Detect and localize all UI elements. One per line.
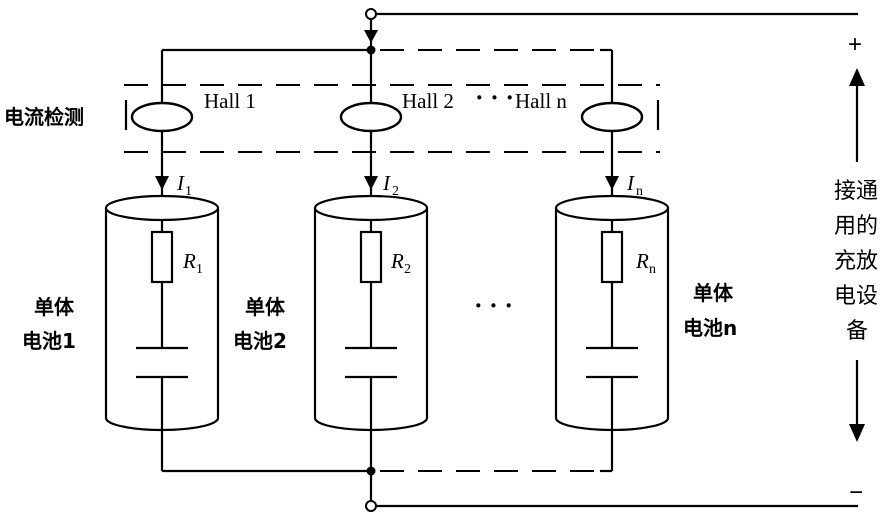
resistor-sub-1: 1: [196, 262, 203, 277]
current-arrow-n: [605, 176, 619, 190]
hall-ellipsis: · · ·: [475, 83, 514, 112]
resistor-sub-2: 2: [404, 262, 411, 277]
resistor-symbol-1: R: [182, 249, 196, 273]
hall-label-n: Hall n: [515, 89, 567, 113]
feed-arrow: [364, 30, 378, 43]
cell-top-1: [106, 196, 218, 220]
cell-name-2-line1: 单体: [245, 295, 286, 319]
cell-name-n-line2: 电池n: [683, 316, 737, 340]
equipment-label-line4: 电设: [834, 284, 878, 309]
bottom-bus: [162, 467, 612, 502]
current-arrow-1: [155, 176, 169, 190]
cell-name-n-line1: 单体: [693, 281, 734, 305]
current-arrow-2: [364, 176, 378, 190]
down-arrow-head: [849, 424, 865, 442]
resistor-n: [602, 232, 622, 282]
current-symbol-2: I: [382, 171, 391, 195]
resistor-2: [361, 232, 381, 282]
equipment-label-line5: 备: [846, 319, 868, 344]
minus-sign: −: [849, 479, 863, 506]
equipment-label-line3: 充放: [834, 249, 878, 274]
hall-sensor-2: [341, 103, 401, 131]
equipment-label-line1: 接通: [834, 179, 878, 204]
positive-terminal: [366, 9, 376, 19]
equipment-indicator: + − 接通 用的 充放 电设 备: [834, 31, 878, 506]
resistor-symbol-n: R: [635, 249, 649, 273]
negative-terminal: [366, 501, 376, 511]
cell-ellipsis: · · ·: [474, 291, 513, 320]
hall-label-2: Hall 2: [402, 89, 454, 113]
cell-top-2: [315, 196, 427, 220]
cell-name-2-line2: 电池2: [233, 329, 287, 353]
current-symbol-1: I: [176, 171, 185, 195]
cell-name-1-line1: 单体: [34, 295, 75, 319]
plus-sign: +: [848, 31, 862, 58]
hall-sensor-1: [132, 103, 192, 131]
resistor-1: [152, 232, 172, 282]
branch-2: Hall 2 · · · I 2 R 2 单体 电池2: [233, 50, 514, 471]
top-bus: [162, 46, 612, 55]
resistor-symbol-2: R: [390, 249, 404, 273]
hall-label-1: Hall 1: [204, 89, 256, 113]
cell-top-n: [556, 196, 668, 220]
current-detection-label: 电流检测: [4, 105, 84, 129]
cell-name-1-line2: 电池1: [22, 329, 76, 353]
hall-sensor-n: [582, 103, 642, 131]
resistor-sub-n: n: [649, 262, 656, 277]
branch-n: Hall n I n R n 单体 电池n: [515, 50, 737, 471]
equipment-label-line2: 用的: [834, 214, 878, 239]
up-arrow-head: [849, 68, 865, 86]
current-symbol-n: I: [626, 171, 635, 195]
